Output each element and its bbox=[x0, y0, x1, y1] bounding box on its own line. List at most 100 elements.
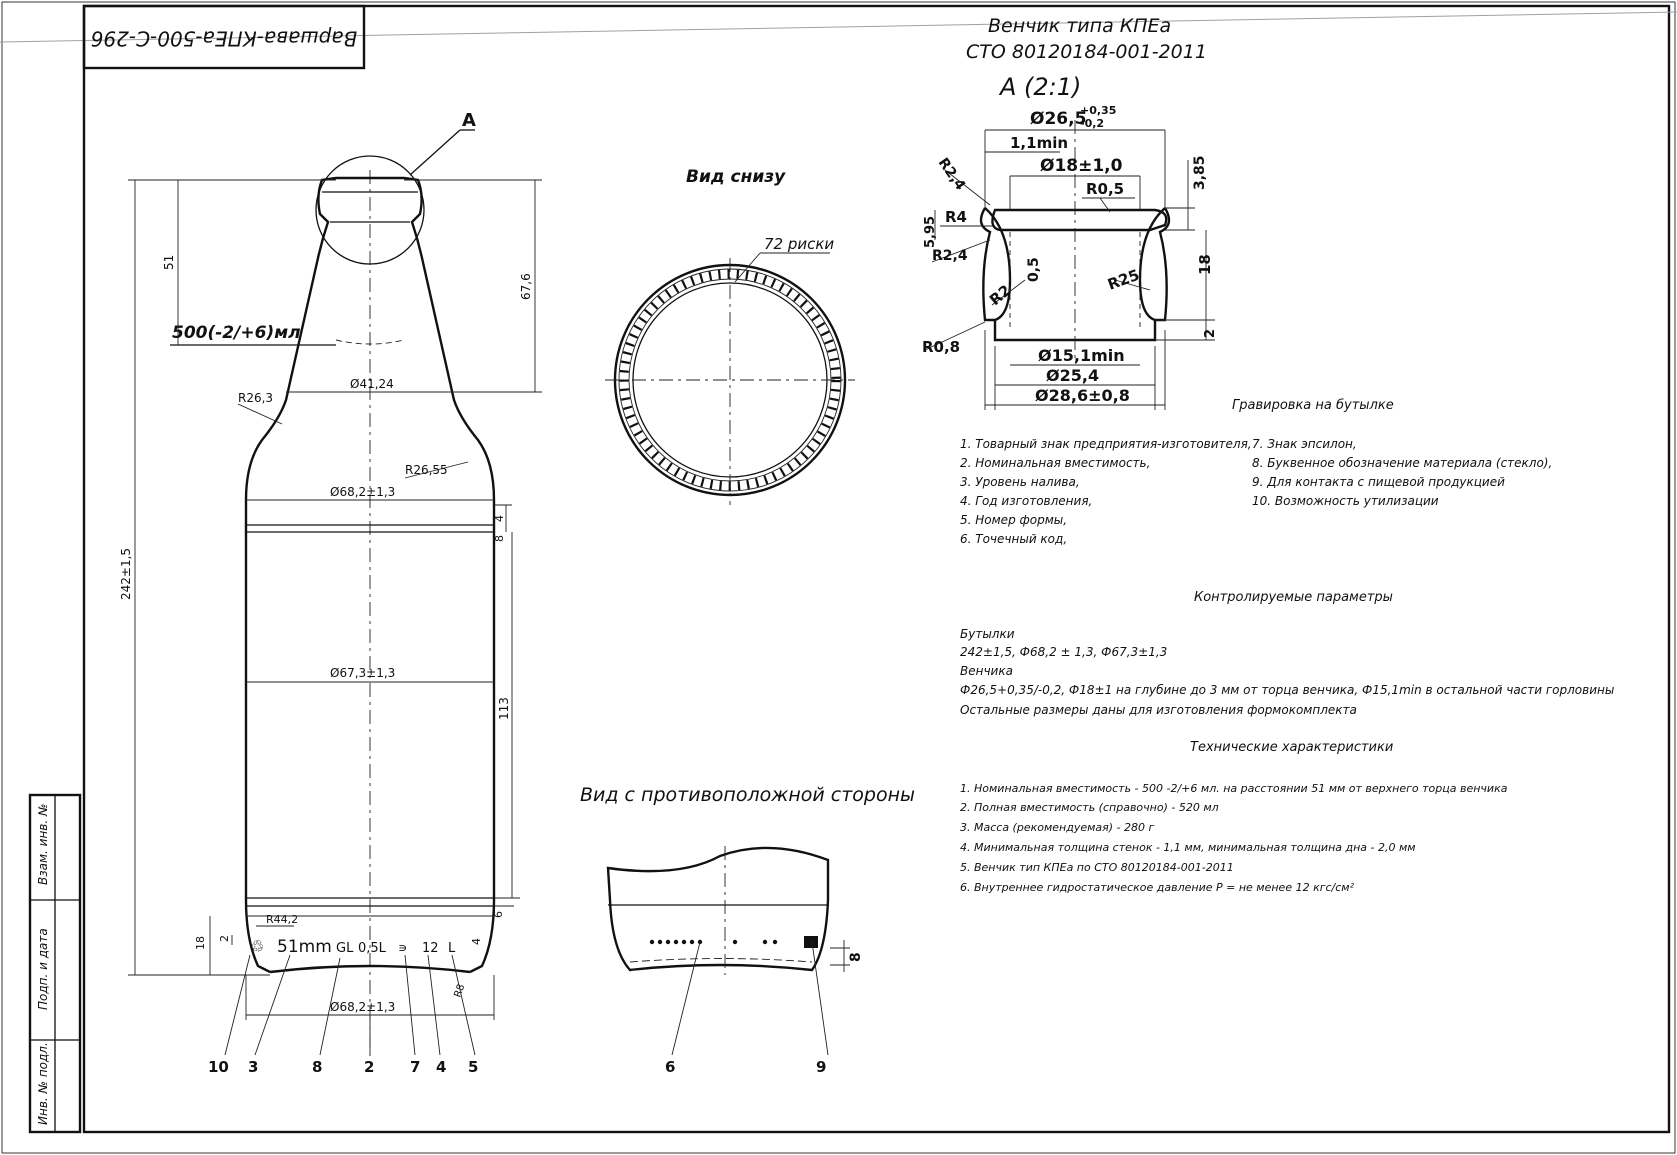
engraving-item-4: 4. Год изготовления, bbox=[960, 494, 1092, 508]
dim-finish-151: Ø15,1min bbox=[1038, 346, 1125, 365]
radius-finish-4: R4 bbox=[945, 208, 967, 226]
callout-6: 6 bbox=[665, 1058, 675, 1076]
engraving-item-3: 3. Уровень налива, bbox=[960, 475, 1080, 489]
food-contact-icon bbox=[804, 936, 818, 948]
engraving-item-6: 6. Точечный код, bbox=[960, 532, 1067, 546]
radius-finish-25: R25 bbox=[1105, 266, 1142, 294]
radius-bottom: R44,2 bbox=[266, 913, 298, 926]
tech-line-1: 1. Номинальная вместимость - 500 -2/+6 м… bbox=[960, 782, 1508, 795]
dim-finish-bore: Ø18±1,0 bbox=[1040, 156, 1123, 176]
dim-finish-18: 18 bbox=[1196, 254, 1214, 275]
engraving-epsilon: ∍ bbox=[398, 941, 407, 956]
finish-detail: Венчик типа КПЕа СТО 80120184-001-2011 А… bbox=[922, 15, 1218, 410]
opposite-view-dim: 8 bbox=[848, 952, 864, 962]
bottle-drawing: A 500(-2/+6)мл 242±1,5 51 67,6 4 8 113 6… bbox=[119, 110, 542, 1076]
radius-lower: R26,55 bbox=[405, 463, 448, 477]
controlled-line-3: Венчика bbox=[960, 664, 1013, 678]
tech-line-4: 4. Минимальная толщина стенок - 1,1 мм, … bbox=[960, 841, 1416, 854]
designation-text: Варшава-КПЕа-500-С-296 bbox=[91, 27, 358, 51]
dim-finish-outer-tol-dn: -0,2 bbox=[1080, 117, 1104, 130]
dim-finish-2: 2 bbox=[1203, 329, 1218, 338]
side-stamp-col3: Взам. инв. № bbox=[36, 804, 50, 885]
engraving-item-8: 8. Буквенное обозначение материала (стек… bbox=[1252, 456, 1552, 470]
radius-finish-24a: R2,4 bbox=[935, 155, 969, 194]
engraving-level: 51mm bbox=[277, 937, 332, 957]
bottle-outline-right bbox=[403, 176, 496, 974]
callout-5: 5 bbox=[468, 1058, 478, 1076]
engraving-material: GL bbox=[336, 941, 354, 956]
controlled-line-5: Остальные размеры даны для изготовления … bbox=[960, 703, 1357, 717]
designation-stamp: Варшава-КПЕа-500-С-296 bbox=[82, 4, 366, 70]
engraving-volume: 0,5L bbox=[358, 941, 387, 956]
radius-finish-08: R0,8 bbox=[922, 338, 960, 356]
side-stamp-col2: Подп. и дата bbox=[36, 928, 50, 1010]
controlled-parameters: Контролируемые параметры Бутылки 242±1,5… bbox=[960, 590, 1614, 717]
engraving-item-10: 10. Возможность утилизации bbox=[1252, 494, 1439, 508]
volume-label: 500(-2/+6)мл bbox=[172, 323, 301, 343]
dim-finish-286: Ø28,6±0,8 bbox=[1035, 386, 1130, 405]
dim-finish-254: Ø25,4 bbox=[1046, 366, 1099, 385]
callout-2: 2 bbox=[364, 1058, 374, 1076]
technical-characteristics: Технические характеристики 1. Номинальна… bbox=[960, 740, 1508, 894]
dim-band-4: 4 bbox=[493, 515, 506, 522]
engraving-item-2: 2. Номинальная вместимость, bbox=[960, 456, 1150, 470]
engraving-item-5: 5. Номер формы, bbox=[960, 513, 1067, 527]
dim-body-top-diameter: Ø68,2±1,3 bbox=[330, 485, 395, 499]
controlled-title: Контролируемые параметры bbox=[1194, 590, 1393, 605]
dim-finish-min-wall: 1,1min bbox=[1010, 134, 1068, 152]
side-stamp-col1: Инв. № подл. bbox=[36, 1042, 50, 1125]
callout-7: 7 bbox=[410, 1058, 420, 1076]
dim-finish-outer: Ø26,5 bbox=[1030, 109, 1086, 129]
radius-shoulder: R26,3 bbox=[238, 391, 273, 405]
dim-band-4b: 4 bbox=[470, 938, 483, 945]
engraving-title: Гравировка на бутылке bbox=[1232, 398, 1394, 413]
finish-title-1: Венчик типа КПЕа bbox=[988, 15, 1171, 37]
callout-9: 9 bbox=[816, 1058, 826, 1076]
dim-bottom-2: 2 bbox=[218, 935, 231, 942]
finish-scale: А (2:1) bbox=[998, 73, 1081, 101]
radius-finish-05: R0,5 bbox=[1086, 180, 1124, 198]
dim-band-8: 8 bbox=[493, 535, 506, 542]
tech-line-6: 6. Внутреннее гидростатическое давление … bbox=[960, 881, 1355, 894]
opposite-view-title: Вид с противоположной стороны bbox=[580, 784, 915, 806]
dim-neck-height: 67,6 bbox=[519, 273, 533, 300]
dim-body-mid-diameter: Ø67,3±1,3 bbox=[330, 666, 395, 680]
engraving-item-7: 7. Знак эпсилон, bbox=[1252, 437, 1357, 451]
tech-line-3: 3. Масса (рекомендуемая) - 280 г bbox=[960, 821, 1155, 834]
side-stamp: Инв. № подл. Подп. и дата Взам. инв. № bbox=[28, 793, 82, 1134]
dim-label-height: 113 bbox=[497, 697, 511, 720]
bottle-bottom bbox=[269, 964, 471, 974]
tech-title: Технические характеристики bbox=[1190, 740, 1393, 755]
dim-finish-outer-tol-up: +0,35 bbox=[1080, 104, 1116, 117]
callout-3: 3 bbox=[248, 1058, 258, 1076]
dim-finish-05: 0,5 bbox=[1026, 257, 1042, 282]
finish-title-2: СТО 80120184-001-2011 bbox=[966, 41, 1207, 63]
bottom-view: Вид снизу 72 риски bbox=[605, 167, 855, 505]
detail-a-circle bbox=[315, 155, 425, 265]
engraving-item-1: 1. Товарный знак предприятия-изготовител… bbox=[960, 437, 1252, 451]
dim-finish-595: 5,95 bbox=[923, 216, 938, 248]
radius-finish-24b: R2,4 bbox=[932, 248, 968, 264]
knurl-label: 72 риски bbox=[764, 235, 834, 253]
callout-10: 10 bbox=[208, 1058, 229, 1076]
controlled-line-2: 242±1,5, Ф68,2 ± 1,3, Ф67,3±1,3 bbox=[960, 645, 1167, 659]
bottom-view-title: Вид снизу bbox=[686, 167, 786, 187]
dim-bottom-18: 18 bbox=[194, 936, 207, 950]
callout-8: 8 bbox=[312, 1058, 322, 1076]
dim-bottom-diameter: Ø68,2±1,3 bbox=[330, 1000, 395, 1014]
controlled-line-4: Ф26,5+0,35/-0,2, Ф18±1 на глубине до 3 м… bbox=[960, 683, 1614, 697]
engraving-notes: Гравировка на бутылке 1. Товарный знак п… bbox=[960, 398, 1552, 546]
callout-4: 4 bbox=[436, 1058, 446, 1076]
recycle-icon: ♲ bbox=[250, 937, 264, 956]
tech-line-5: 5. Венчик тип КПЕа по СТО 80120184-001-2… bbox=[960, 861, 1234, 874]
dim-total-height: 242±1,5 bbox=[119, 548, 133, 600]
engraving-item-9: 9. Для контакта с пищевой продукцией bbox=[1252, 475, 1505, 489]
dim-band-6: 6 bbox=[492, 911, 505, 918]
engraving-form: L bbox=[448, 941, 456, 956]
bottle-outline-left bbox=[244, 176, 337, 974]
dim-fill-height: 51 bbox=[162, 255, 176, 270]
detail-a-marker: A bbox=[462, 110, 476, 131]
engraving-year: 12 bbox=[422, 941, 439, 956]
